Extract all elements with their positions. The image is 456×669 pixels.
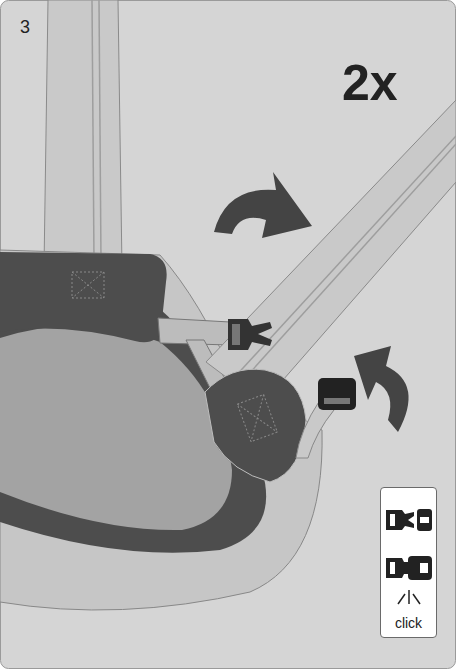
repeat-count: 2x [342,58,398,108]
caption-text: click [381,615,436,631]
legend-inset-box: click [380,487,437,638]
step-number: 3 [20,18,30,36]
